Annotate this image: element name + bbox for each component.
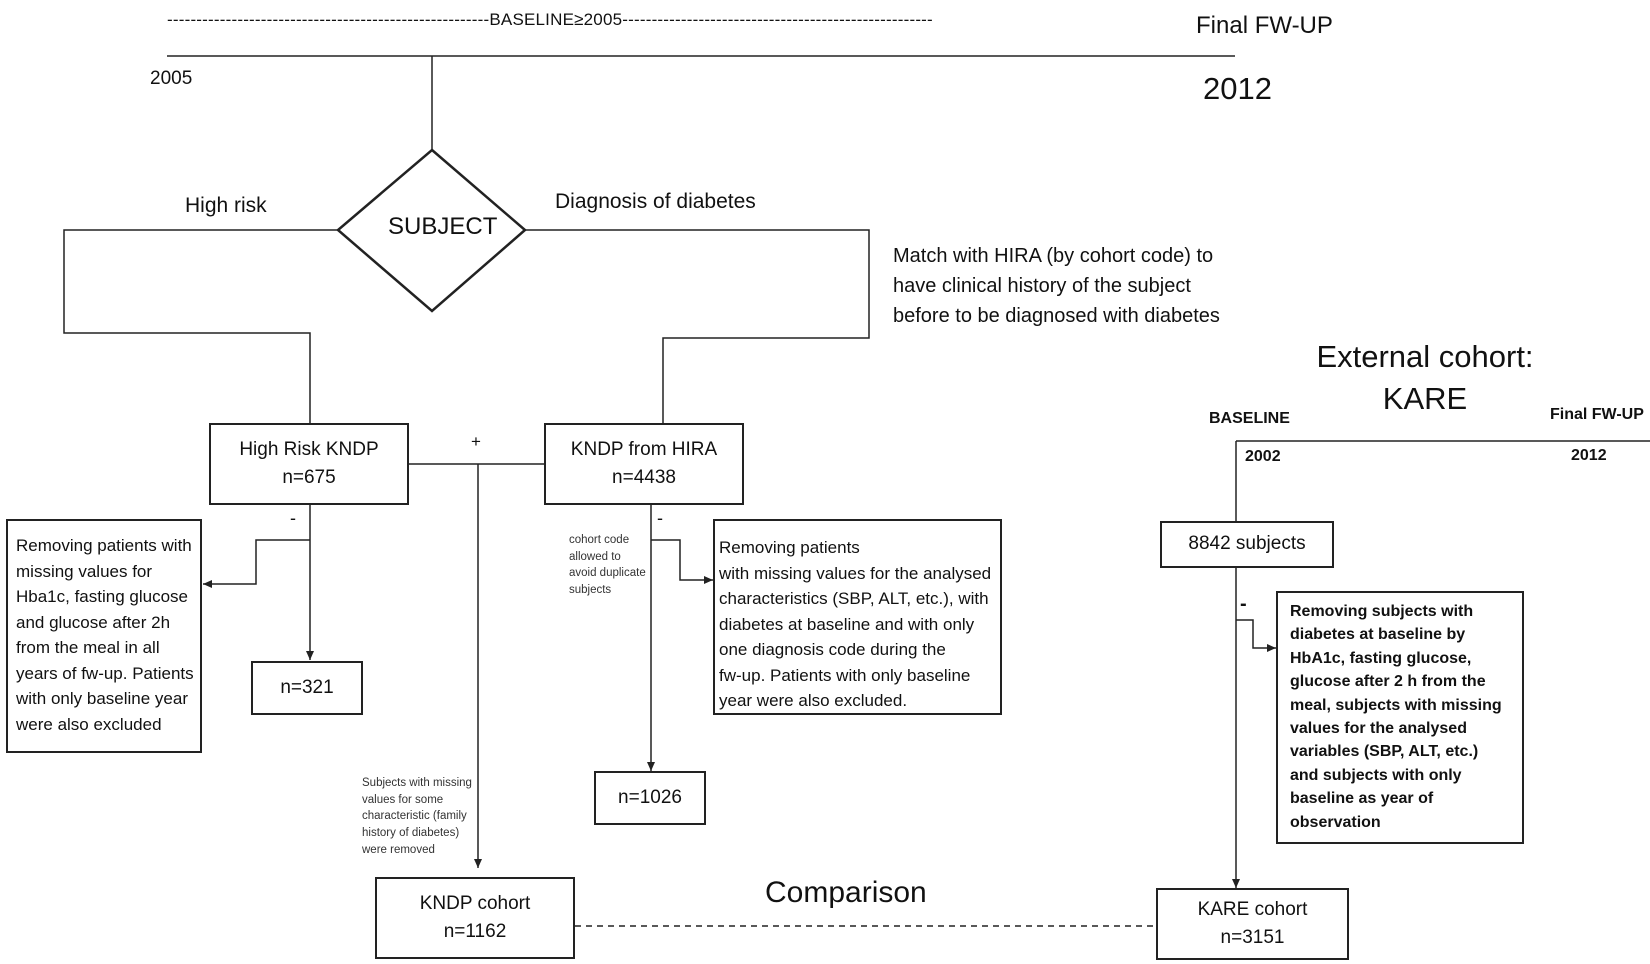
removal-line: observation [1290, 813, 1381, 831]
removal-line: and glucose after 2h [16, 612, 171, 632]
kare-subjects-box: 8842 subjects [1160, 521, 1334, 568]
note-line: avoid duplicate [569, 567, 646, 580]
external-start-year: 2002 [1245, 448, 1281, 465]
hira-match-note-line: Match with HIRA (by cohort code) to [893, 245, 1214, 267]
removal-line: meal, subjects with missing [1290, 696, 1502, 714]
removal-line: one diagnosis code during the [719, 640, 946, 659]
note-line: values for some [362, 793, 444, 806]
removal-box-high-risk: Removing patients with missing values fo… [6, 519, 202, 753]
kare-cohort-count: n=3151 [1220, 927, 1285, 948]
removal-line: Removing patients with [16, 536, 192, 555]
kndp-hira-title: KNDP from HIRA [570, 438, 718, 460]
end-year-label: 2012 [1203, 71, 1272, 106]
external-cohort-title-line: KARE [1382, 381, 1468, 416]
high-risk-kndp-box: High Risk KNDP n=675 [209, 423, 409, 505]
removal-line: year were also excluded. [719, 691, 908, 710]
removal-line: years of fw-up. Patients [16, 663, 194, 683]
final-fwup-label: Final FW-UP [1196, 12, 1333, 39]
kare-cohort-title: KARE cohort [1197, 898, 1308, 920]
external-cohort-title-line: External cohort: [1316, 339, 1534, 374]
note-line: cohort code [569, 534, 630, 546]
hira-match-note: Match with HIRA (by cohort code) to have… [893, 241, 1220, 331]
removal-line: diabetes at baseline by [1290, 626, 1466, 644]
external-final-fwup-label: Final FW-UP [1550, 406, 1644, 423]
high-risk-kndp-count: n=675 [282, 467, 336, 488]
removal-line: with missing values for the analysed [719, 563, 992, 583]
note-line: Subjects with missing [362, 777, 472, 789]
removal-box-kare: Removing subjects with diabetes at basel… [1276, 591, 1524, 844]
n1026-box: n=1026 [594, 771, 706, 825]
note-line: characteristic (family [362, 810, 467, 823]
kndp-cohort-title: KNDP cohort [419, 892, 531, 914]
subject-label: SUBJECT [388, 213, 498, 240]
removal-line: and subjects with only [1290, 766, 1462, 784]
removal-line: Removing subjects with [1290, 603, 1474, 620]
removal-line: were also excluded [16, 714, 162, 734]
plus-sign: + [471, 432, 481, 451]
n321-count: n=321 [280, 676, 334, 698]
baseline-timeline-label: ----------------------------------------… [167, 10, 933, 29]
subject-diamond [336, 148, 527, 313]
comparison-label: Comparison [765, 876, 927, 909]
minus-sign-mid: - [657, 508, 663, 528]
hira-match-note-line: have clinical history of the subject [893, 275, 1191, 297]
minus-sign-left: - [290, 508, 296, 528]
removal-line: glucose after 2 h from the [1290, 673, 1486, 691]
removal-line: values for the analysed [1290, 720, 1467, 738]
note-line: allowed to [569, 550, 621, 563]
kndp-hira-box: KNDP from HIRA n=4438 [544, 423, 744, 505]
minus-sign-kare: - [1240, 593, 1247, 615]
removal-line: HbA1c, fasting glucose, [1290, 649, 1472, 667]
n321-box: n=321 [251, 661, 363, 715]
start-year-label: 2005 [150, 68, 193, 89]
removal-line: fw-up. Patients with only baseline [719, 665, 971, 685]
removal-line: missing values for [16, 561, 153, 581]
note-line: history of diabetes) [362, 827, 460, 840]
cohort-code-note: cohort code allowed to avoid duplicate s… [569, 532, 646, 599]
hira-match-note-line: before to be diagnosed with diabetes [893, 305, 1220, 327]
removal-line: Hba1c, fasting glucose [16, 587, 188, 606]
kndp-hira-count: n=4438 [612, 467, 676, 488]
external-cohort-title: External cohort: KARE [1290, 336, 1560, 420]
kndp-cohort-count: n=1162 [443, 921, 507, 942]
note-line: were removed [362, 843, 435, 856]
removal-box-hira: Removing patients with missing values fo… [713, 519, 1002, 715]
removal-line: with only baseline year [16, 689, 188, 708]
removal-line: from the meal in all [16, 638, 160, 657]
external-baseline-label: BASELINE [1209, 410, 1290, 427]
n1026-count: n=1026 [618, 786, 682, 808]
kndp-cohort-box: KNDP cohort n=1162 [375, 877, 575, 959]
high-risk-branch-label: High risk [185, 194, 267, 217]
diagnosis-branch-label: Diagnosis of diabetes [555, 190, 756, 213]
removal-line: Removing patients [719, 538, 860, 557]
external-end-year: 2012 [1571, 447, 1607, 464]
kare-subjects-count: 8842 subjects [1188, 533, 1306, 555]
removal-line: characteristics (SBP, ALT, etc.), with [719, 589, 989, 608]
removal-line: baseline as year of [1290, 790, 1434, 808]
note-line: subjects [569, 584, 612, 597]
removal-line: diabetes at baseline and with only [719, 614, 975, 634]
removal-line: variables (SBP, ALT, etc.) [1290, 743, 1479, 761]
missing-values-note: Subjects with missing values for some ch… [362, 775, 472, 858]
kare-cohort-box: KARE cohort n=3151 [1156, 888, 1349, 960]
high-risk-kndp-title: High Risk KNDP [239, 438, 379, 460]
